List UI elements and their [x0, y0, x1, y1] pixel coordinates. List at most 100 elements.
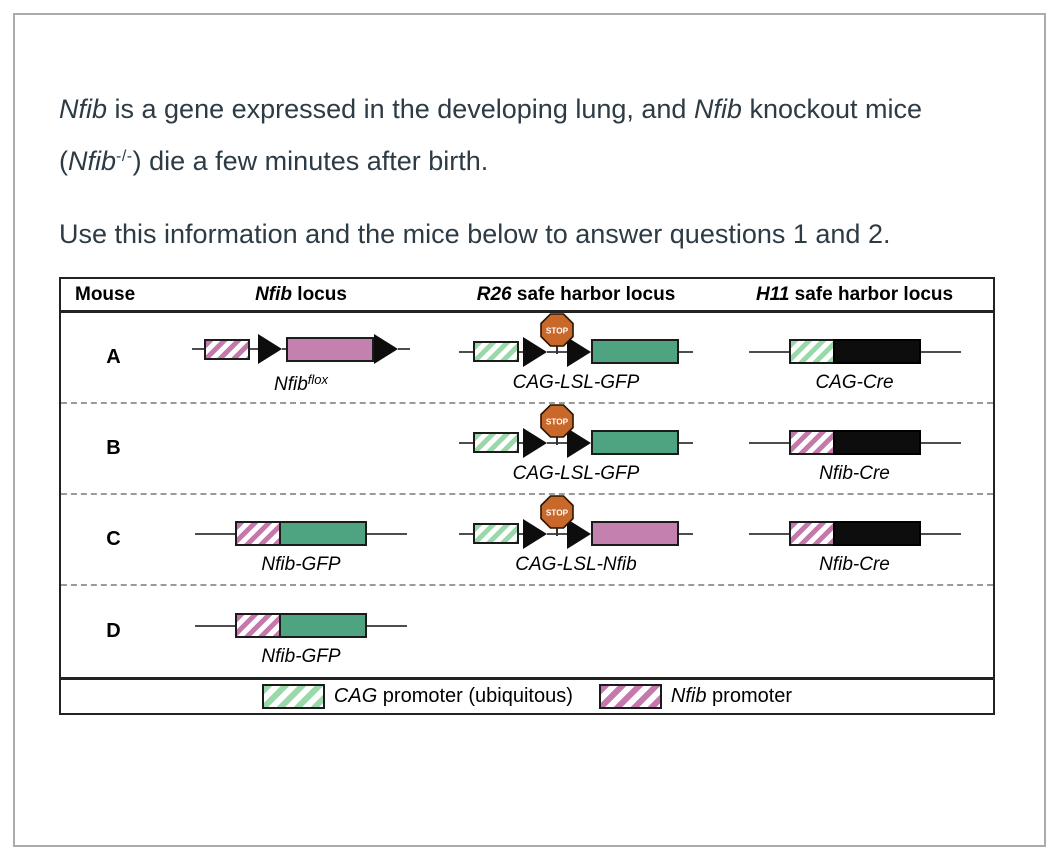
nfib-cre-construct	[748, 517, 961, 551]
cag-promoter-swatch	[261, 684, 325, 709]
dna-line	[459, 441, 473, 444]
mouse-letter: D	[106, 620, 121, 642]
text-segment: ) die a few minutes after birth.	[132, 146, 489, 176]
dna-line	[679, 350, 693, 353]
mouse-row-d: D Nfib-GFP	[61, 586, 993, 677]
stop-text: STOP	[546, 508, 569, 517]
construct-label: CAG-LSL-GFP	[512, 462, 640, 484]
cag-lsl-nfib-construct: STOP	[459, 494, 693, 551]
dna-line	[195, 532, 235, 535]
legend-item-nfib: Nfib promoter	[598, 684, 792, 709]
nfib-promoter-box	[788, 521, 835, 546]
mouse-row-c: C Nfib-GFP	[61, 494, 993, 586]
nfib-gfp-construct	[195, 609, 407, 643]
intro-paragraph-1: Nfib is a gene expressed in the developi…	[59, 85, 999, 185]
loxp-site-icon	[523, 518, 547, 549]
stop-cassette: STOP	[540, 312, 574, 354]
construct-label: Nfib-Cre	[819, 553, 890, 575]
figure-legend: CAG promoter (ubiquitous) Nfib promoter	[61, 677, 993, 713]
stop-text: STOP	[546, 417, 569, 426]
nfib-promoter-box	[204, 338, 250, 360]
construct-label: CAG-Cre	[815, 371, 894, 393]
dna-line	[250, 348, 258, 350]
row-b-h11-locus: Nfib-Cre	[716, 404, 993, 493]
construct-label: Nfib-GFP	[261, 553, 341, 575]
dna-line	[920, 350, 961, 353]
legend-rest: promoter (ubiquitous)	[377, 685, 573, 707]
dna-line	[519, 441, 523, 444]
stop-sign-icon: STOP	[540, 494, 574, 536]
nfib-gene-box	[591, 521, 679, 546]
row-c-nfib-locus: Nfib-GFP	[166, 495, 436, 584]
dna-line	[195, 624, 235, 627]
gfp-gene-box	[279, 521, 367, 546]
loxp-site-icon	[523, 336, 547, 367]
legend-text: Nfib promoter	[671, 685, 792, 708]
label-base: Nfib	[273, 374, 308, 395]
cag-lsl-gfp-construct: STOP	[459, 312, 693, 369]
row-d-h11-locus-empty	[716, 586, 993, 677]
dna-line	[920, 441, 961, 444]
dna-line	[367, 624, 407, 627]
row-a-h11-locus: CAG-Cre	[716, 313, 993, 402]
legend-item-cag: CAG promoter (ubiquitous)	[261, 684, 573, 709]
row-a-r26-locus: STOP CAG-LSL-GFP	[436, 312, 716, 402]
dna-line	[679, 532, 693, 535]
mouse-letter: B	[106, 437, 121, 459]
text-segment: is a gene expressed in the developing lu…	[107, 94, 694, 124]
construct-label: Nfib-Cre	[819, 462, 890, 484]
dna-line	[459, 350, 473, 353]
nfib-promoter-swatch	[598, 684, 662, 709]
header-gene-italic: R26	[476, 283, 512, 305]
cre-gene-box	[832, 430, 921, 455]
promoter-gene-fusion	[235, 613, 367, 638]
nfib-promoter-box	[235, 613, 281, 638]
cre-gene-box	[832, 521, 921, 546]
dna-line	[748, 350, 789, 353]
nfib-promoter-box	[235, 521, 281, 546]
promoter-gene-fusion	[235, 521, 367, 546]
row-d-r26-locus-empty	[436, 586, 716, 677]
dna-line	[920, 532, 961, 535]
dna-line	[282, 348, 286, 350]
row-b-nfib-locus-empty	[166, 404, 436, 493]
cag-promoter-box	[788, 339, 835, 364]
row-d-nfib-locus: Nfib-GFP	[166, 586, 436, 677]
text-segment: knockout mice (	[59, 94, 923, 176]
dna-line	[519, 532, 523, 535]
stop-sign-icon: STOP	[540, 403, 574, 445]
knockout-superscript: -/-	[116, 148, 133, 165]
header-gene-italic: Nfib	[255, 283, 293, 305]
gfp-gene-box	[591, 339, 679, 364]
cag-promoter-box	[473, 432, 519, 453]
stop-cassette: STOP	[540, 494, 574, 536]
legend-rest: promoter	[706, 685, 793, 707]
promoter-gene-fusion	[788, 430, 921, 455]
row-c-r26-locus: STOP CAG-LSL-Nfib	[436, 494, 716, 584]
dna-line	[398, 348, 410, 350]
loxp-site-icon	[523, 427, 547, 458]
dna-line	[459, 532, 473, 535]
gene-name-italic: Nfib	[68, 146, 117, 176]
stop-text: STOP	[546, 326, 569, 335]
cag-promoter-box	[473, 523, 519, 544]
header-gene-italic: H11	[755, 283, 790, 305]
dna-line	[367, 532, 407, 535]
gene-name-italic: Nfib	[693, 94, 742, 124]
gfp-gene-box	[279, 613, 367, 638]
legend-gene-italic: Nfib	[670, 685, 707, 707]
loxp-site-icon	[374, 334, 398, 364]
dna-line	[679, 441, 693, 444]
row-c-h11-locus: Nfib-Cre	[716, 495, 993, 584]
legend-gene-italic: CAG	[333, 685, 378, 707]
header-mouse: Mouse	[75, 283, 136, 305]
cag-promoter-box	[473, 341, 519, 362]
nfib-cre-construct	[748, 426, 961, 460]
loxp-site-icon	[567, 518, 591, 549]
promoter-gene-fusion	[788, 521, 921, 546]
construct-label: Nfib-GFP	[261, 645, 341, 667]
stop-cassette: STOP	[540, 403, 574, 445]
dna-line	[519, 350, 523, 353]
mouse-row-b: B STOP	[61, 403, 993, 495]
promoter-gene-fusion	[788, 339, 921, 364]
